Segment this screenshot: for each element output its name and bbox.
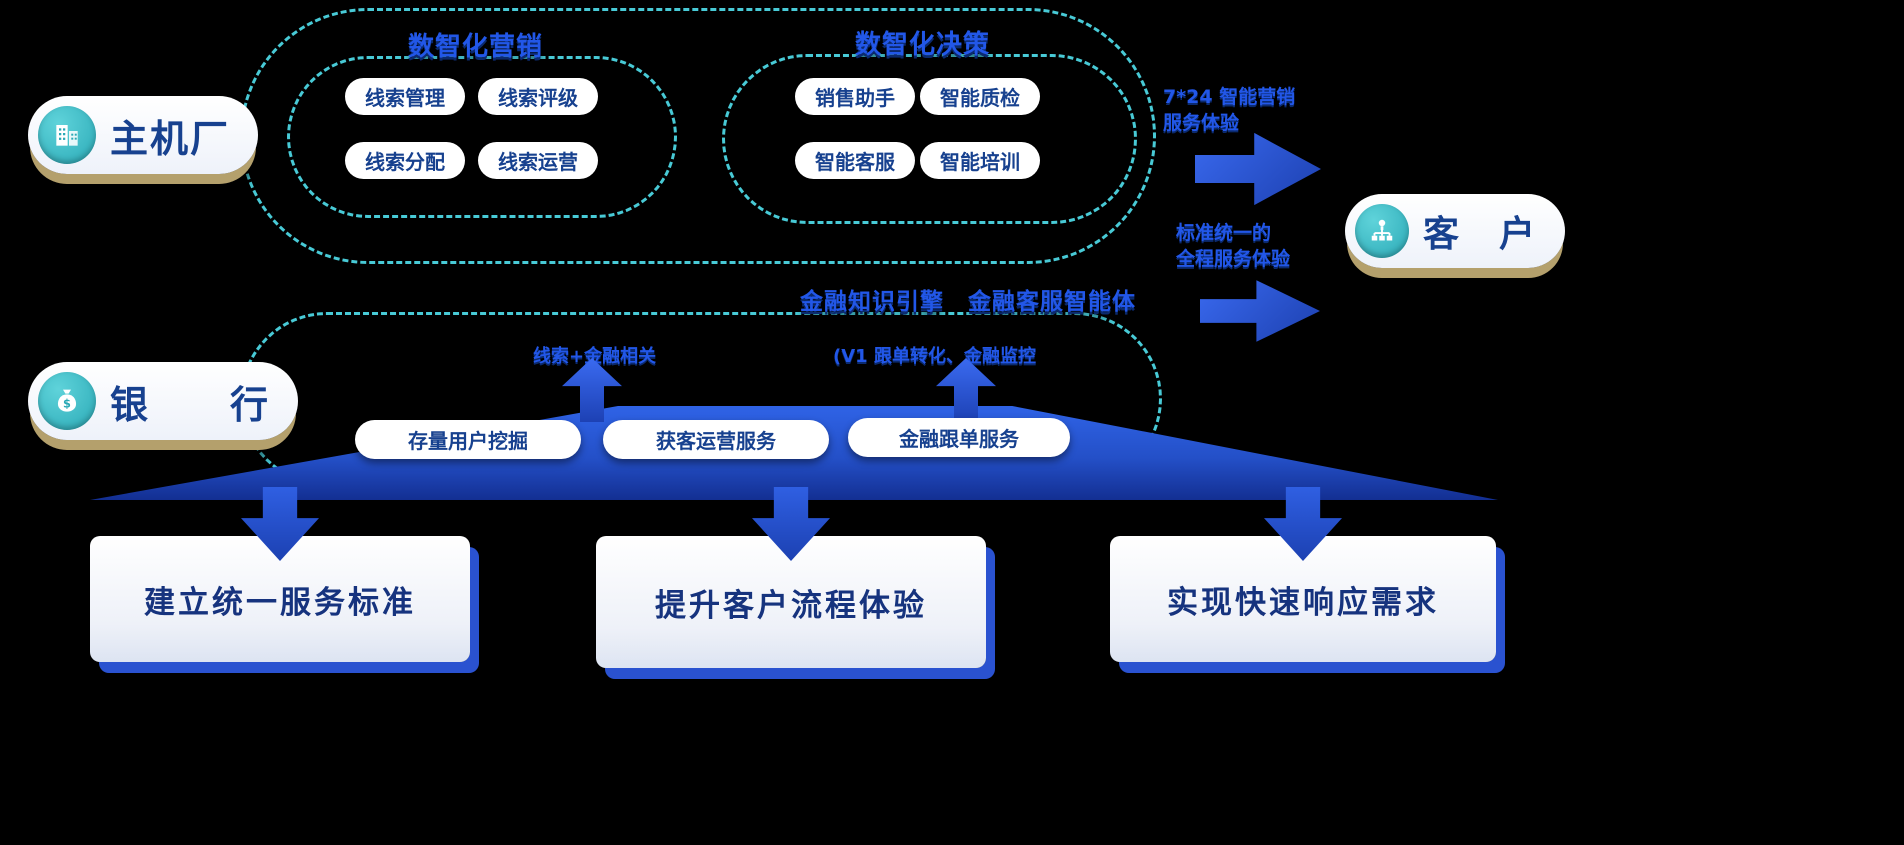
organization-icon <box>1355 204 1409 258</box>
decision-title: 数智化决策 <box>855 30 991 60</box>
caption-line: 全程服务体验 <box>1176 248 1291 270</box>
bank-pill: 存量用户挖掘 <box>355 420 581 459</box>
marketing-dashed-box <box>287 56 677 218</box>
building-icon <box>38 106 96 164</box>
right-arrow-icon <box>1200 280 1320 342</box>
marketing-pill: 线索管理 <box>345 78 465 115</box>
decision-pill: 销售助手 <box>795 78 915 115</box>
bank-pill: 获客运营服务 <box>603 420 829 459</box>
marketing-pill: 线索评级 <box>478 78 598 115</box>
decision-pill: 智能培训 <box>920 142 1040 179</box>
goal-card-label: 建立统一服务标准 <box>144 584 416 621</box>
actor-oem: 主机厂 <box>28 96 259 174</box>
svg-text:$: $ <box>63 397 71 411</box>
marketing-pill: 线索运营 <box>478 142 598 179</box>
actor-bank: $ 银 行 <box>28 362 299 440</box>
caption-line: 服务体验 <box>1163 112 1240 134</box>
money-bag-icon: $ <box>38 372 96 430</box>
engine-caption: 金融知识引擎 金融客服智能体 <box>800 289 1136 315</box>
caption-line: 标准统一的 <box>1176 222 1272 244</box>
decision-pill: 智能质检 <box>920 78 1040 115</box>
actor-oem-label: 主机厂 <box>110 116 231 161</box>
caption-line: 7*24 智能营销 <box>1163 86 1296 108</box>
actor-bank-label: 银 行 <box>110 382 271 427</box>
actor-customer: 客 户 <box>1345 194 1566 268</box>
bank-pill: 金融跟单服务 <box>848 418 1070 457</box>
decision-dashed-box <box>722 54 1137 224</box>
right-flow-caption-2: 标准统一的 全程服务体验 <box>1176 220 1290 272</box>
goal-card-label: 实现快速响应需求 <box>1167 584 1439 621</box>
goal-card-label: 提升客户流程体验 <box>655 587 927 624</box>
decision-pill: 智能客服 <box>795 142 915 179</box>
right-arrow-icon <box>1195 132 1321 206</box>
marketing-title: 数智化营销 <box>408 32 544 62</box>
actor-customer-label: 客 户 <box>1423 214 1538 255</box>
bank-flow-label-right: (V1 跟单转化、金融监控 <box>833 346 1036 367</box>
marketing-pill: 线索分配 <box>345 142 465 179</box>
bank-flow-label-left: 线索+金融相关 <box>533 346 657 367</box>
right-flow-caption-1: 7*24 智能营销 服务体验 <box>1163 84 1295 136</box>
